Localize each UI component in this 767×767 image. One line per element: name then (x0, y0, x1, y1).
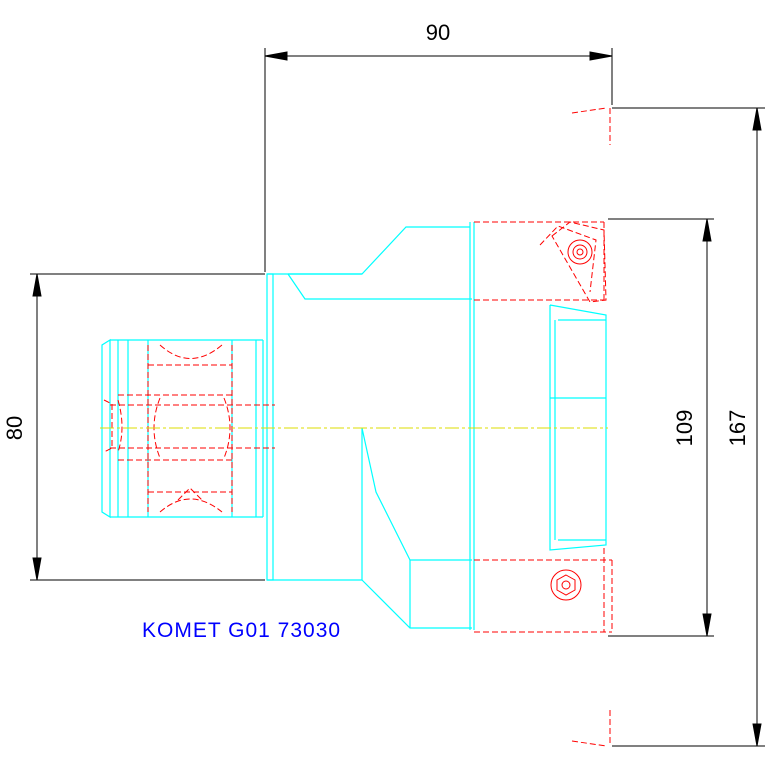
insert-screws (550, 239, 593, 601)
tool-outline (101, 222, 607, 630)
dimension-80: 80 (2, 416, 27, 440)
part-caption: KOMET G01 73030 (142, 619, 341, 642)
dimension-109: 109 (672, 410, 697, 447)
dimension-167: 167 (725, 410, 750, 447)
hidden-edges (103, 107, 613, 747)
dimension-90: 90 (426, 20, 450, 45)
dimension-lines (30, 48, 765, 747)
